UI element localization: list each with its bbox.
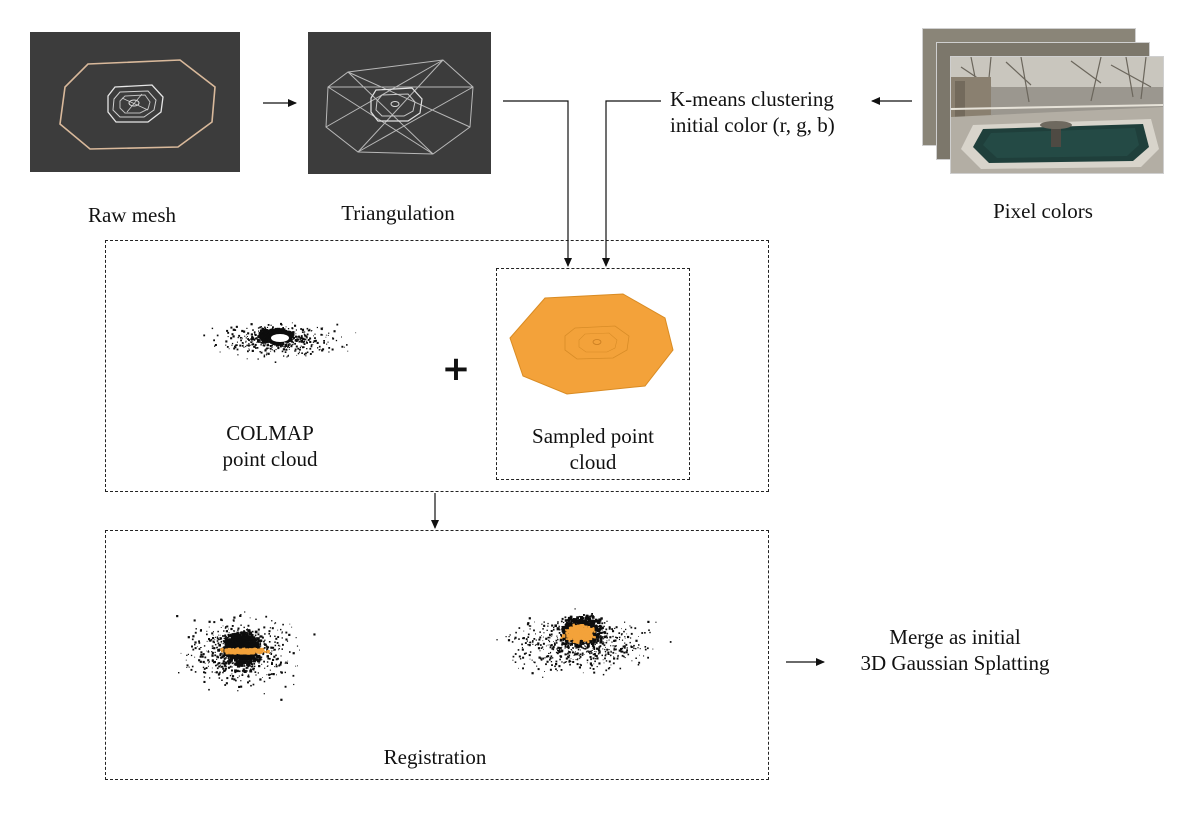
raw-mesh-thumbnail [30,32,240,172]
kmeans-label-line1: K-means clustering [670,86,834,112]
registration-cloud-left [130,548,380,738]
raw-mesh-label: Raw mesh [62,202,202,228]
plus-sign: + [436,349,476,389]
colmap-label-line1: COLMAP [200,420,340,446]
reg-left-spread [176,611,315,701]
triangulation-drawing [308,32,491,174]
output-label-line2: 3D Gaussian Splatting [830,650,1080,676]
colmap-label-line2: point cloud [200,446,340,472]
registration-cloud-right [430,560,750,730]
fountain-photo-drawing [951,57,1163,173]
colmap-point-cloud [150,285,420,405]
input-photo-front [950,56,1164,174]
kmeans-label-line2: initial color (r, g, b) [670,112,835,138]
raw-mesh-drawing [30,32,240,172]
triangulation-thumbnail [308,32,491,174]
sampled-label-line1: Sampled point [505,423,681,449]
sampled-point-cloud [505,290,685,400]
registration-label: Registration [360,744,510,770]
output-label-line1: Merge as initial [850,624,1060,650]
sampled-label-line2: cloud [505,449,681,475]
triangulation-label: Triangulation [318,200,478,226]
pixel-colors-label: Pixel colors [968,198,1118,224]
